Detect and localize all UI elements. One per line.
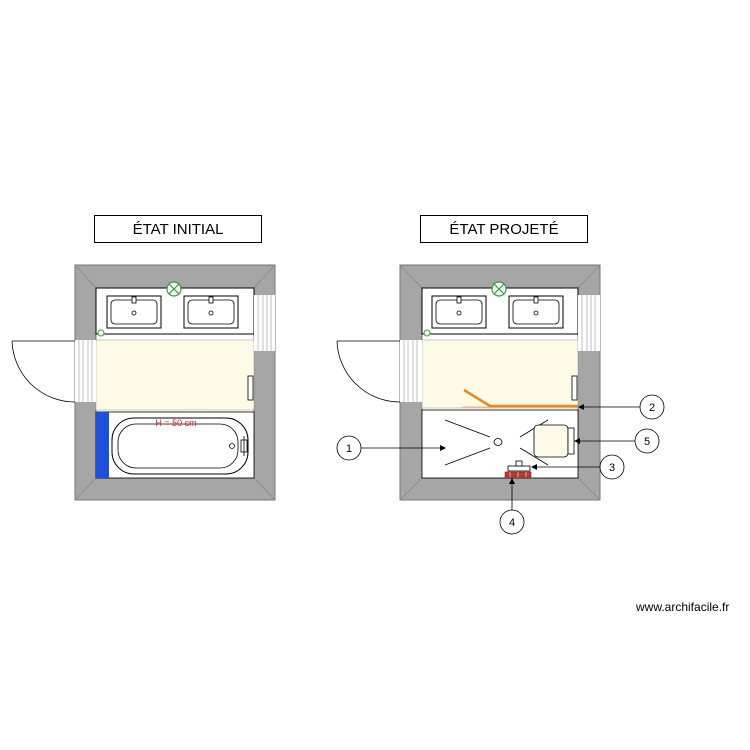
shower-screen-rail xyxy=(463,388,578,408)
shower-drain-icon xyxy=(493,438,503,446)
callout-3: 3 xyxy=(531,454,625,480)
svg-text:2: 2 xyxy=(649,402,655,414)
floor-zone xyxy=(95,339,255,411)
svg-text:4: 4 xyxy=(509,517,515,529)
shower-valve-icon xyxy=(504,471,532,478)
towel-radiator-icon xyxy=(571,375,578,401)
callout-4: 4 xyxy=(499,478,525,535)
callout-1: 1 xyxy=(336,435,446,461)
door-left-projete xyxy=(336,340,422,403)
door-left xyxy=(11,340,96,403)
towel-radiator-icon xyxy=(247,375,254,401)
shower-mixer-icon xyxy=(507,460,531,472)
light-fixture-icon xyxy=(491,281,507,297)
title-etat-projete: ÉTAT PROJETÉ xyxy=(420,215,588,243)
title-etat-initial: ÉTAT INITIAL xyxy=(94,215,262,243)
callout-2: 2 xyxy=(578,394,665,420)
callout-5: 5 xyxy=(574,428,660,454)
floor-zone-projete xyxy=(421,339,579,409)
bathtub-height-label: H = 50 cm xyxy=(155,418,196,428)
svg-text:1: 1 xyxy=(346,443,352,455)
window-right-projete xyxy=(578,295,600,351)
tub-wall-accent xyxy=(96,412,109,478)
light-fixture-icon xyxy=(166,281,182,297)
svg-text:3: 3 xyxy=(609,462,615,474)
outlet-icon xyxy=(423,329,431,337)
sink-right-projete xyxy=(508,295,564,329)
sink-left xyxy=(106,295,162,329)
bathtub-icon xyxy=(111,417,249,475)
sink-right xyxy=(183,295,239,329)
shower-seat-icon xyxy=(533,424,575,458)
shower-tray-slopes xyxy=(444,419,549,466)
outlet-icon xyxy=(97,329,105,337)
plan-initial: H = 50 cm xyxy=(11,264,276,501)
plan-projete: 1 2 3 4 5 xyxy=(336,264,665,535)
sink-left-projete xyxy=(431,295,487,329)
window-right xyxy=(254,295,275,351)
watermark: www.archifacile.fr xyxy=(636,600,730,614)
svg-text:5: 5 xyxy=(644,436,650,448)
